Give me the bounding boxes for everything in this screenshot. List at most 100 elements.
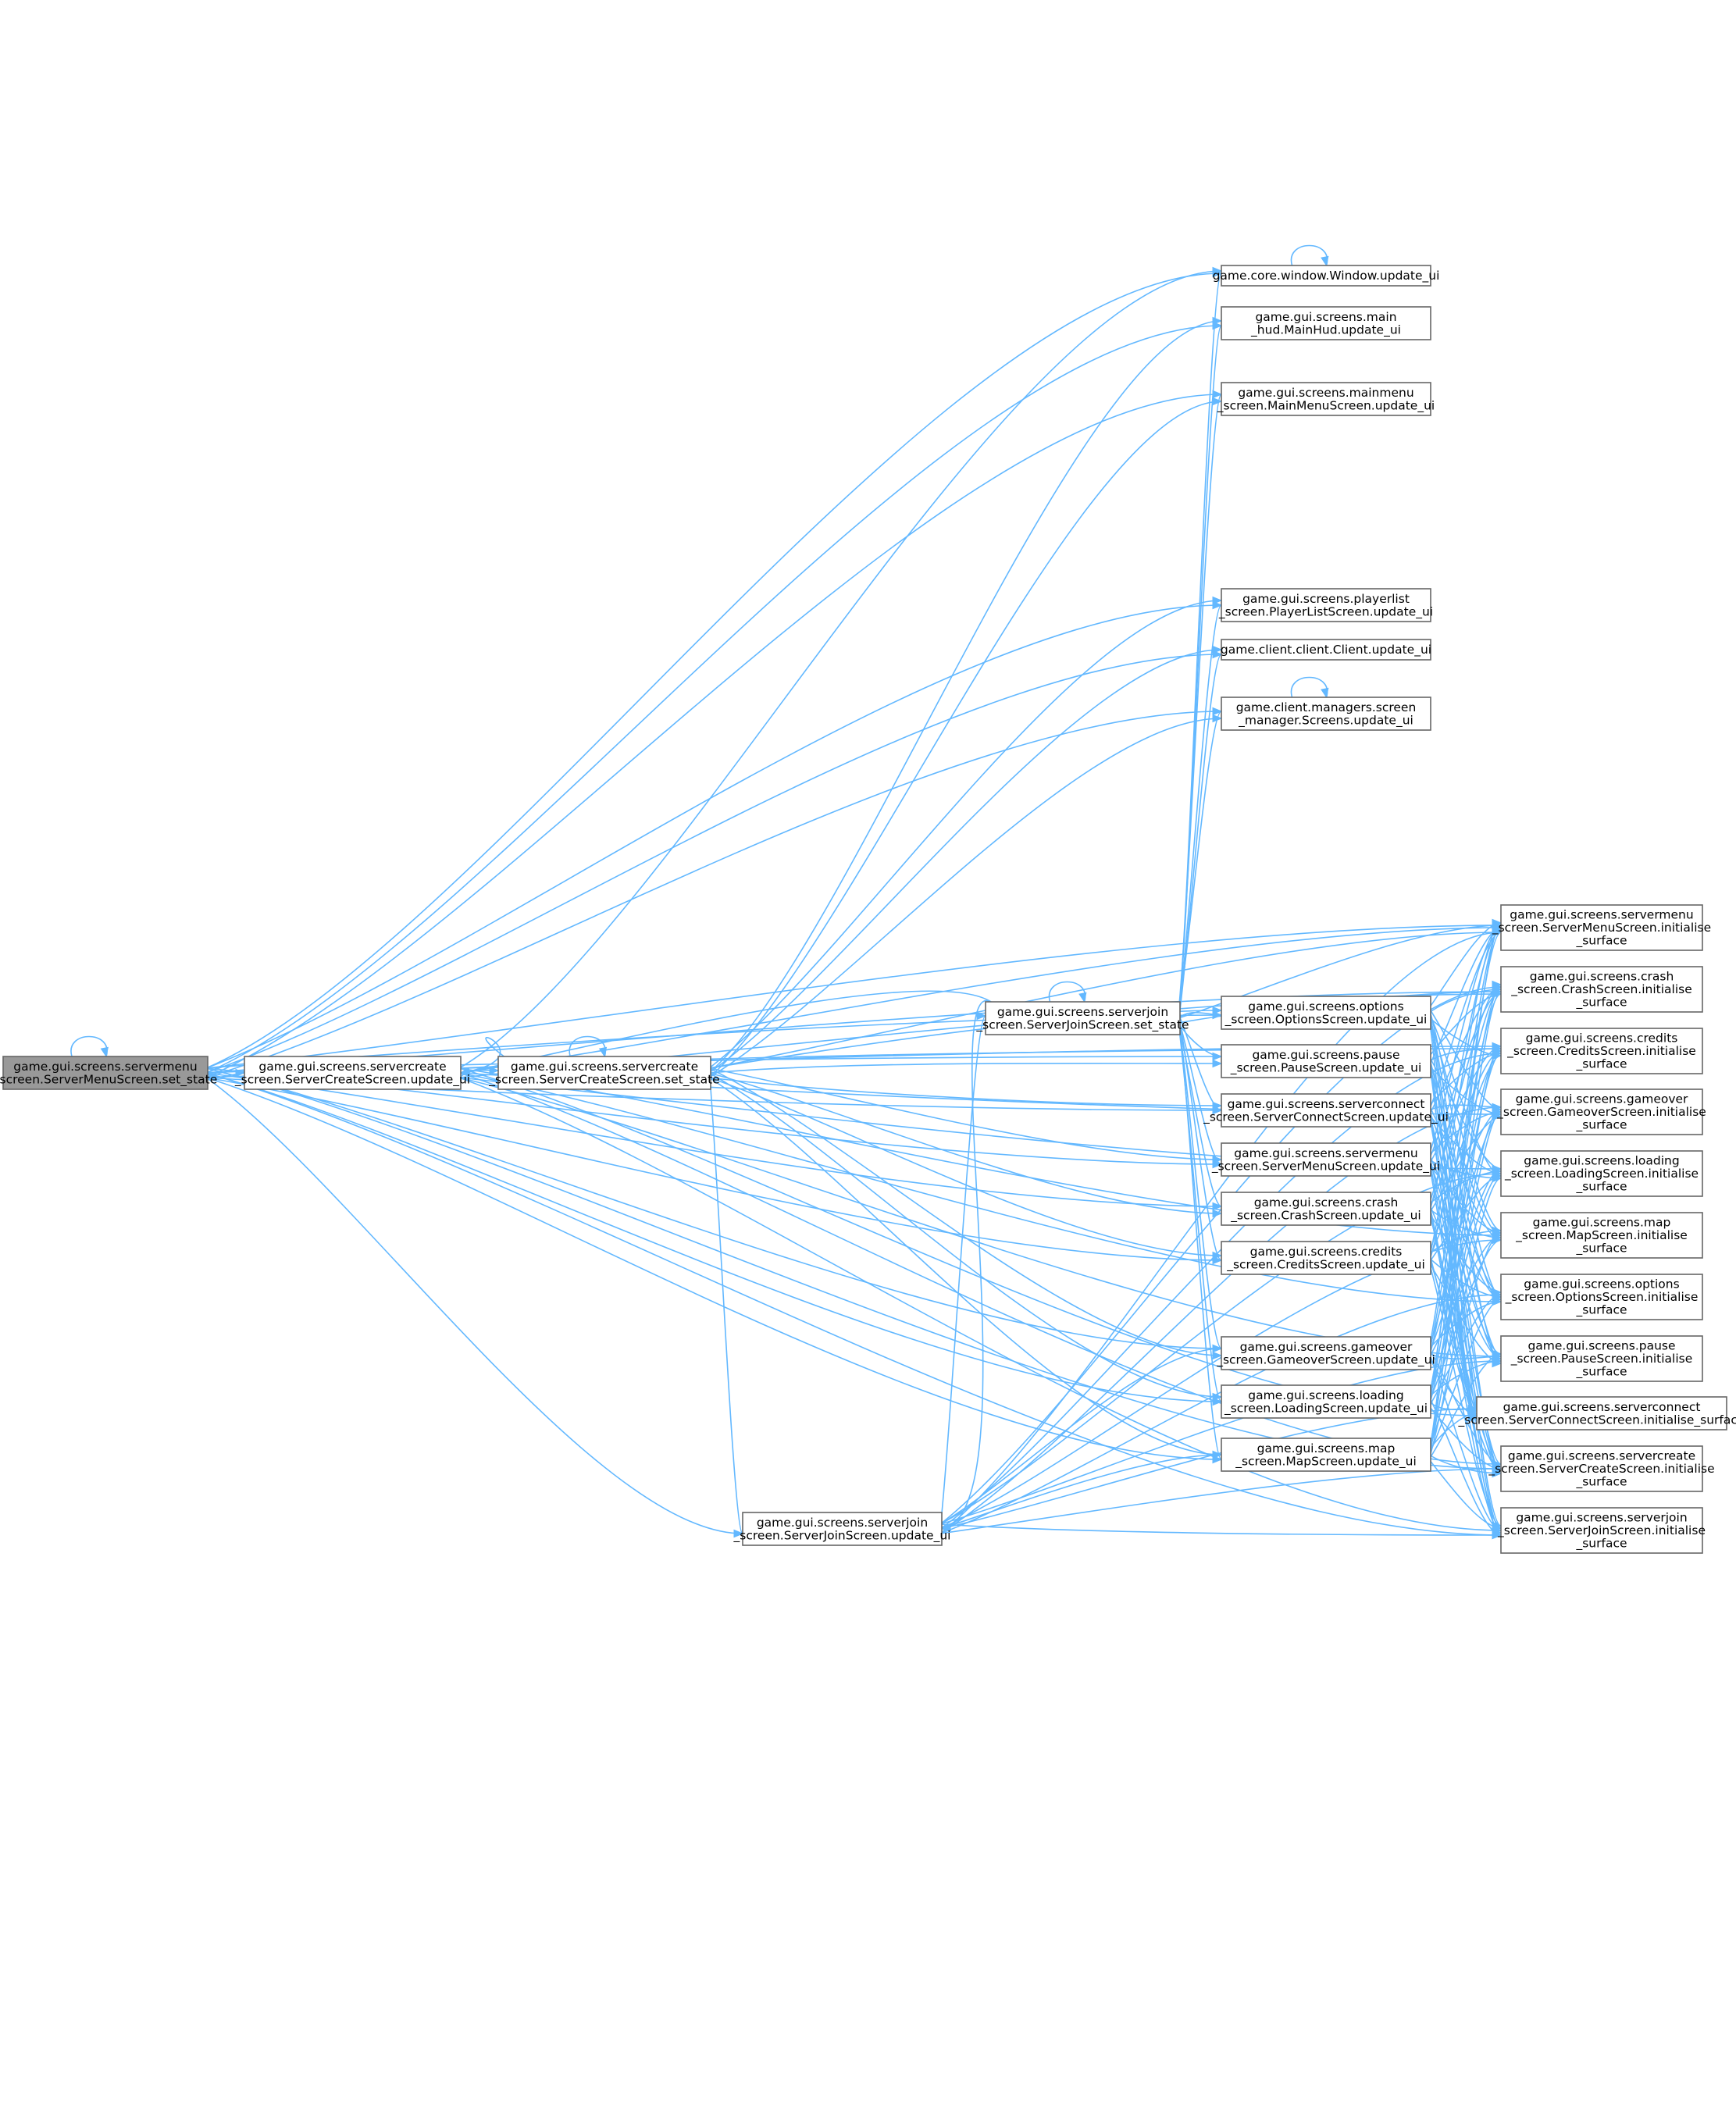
edge-serverjoin-update-ui-to-loading-initialise-surface <box>939 1173 1502 1525</box>
node-label-line: game.gui.screens.gameover <box>1240 1340 1413 1354</box>
node-credits-update-ui[interactable]: game.gui.screens.credits_screen.CreditsS… <box>1221 1241 1431 1275</box>
node-servermenu-update-ui[interactable]: game.gui.screens.servermenu_screen.Serve… <box>1211 1142 1440 1177</box>
edge-servercreate-set-state-to-map-update-ui <box>708 1077 1222 1455</box>
node-box <box>1221 1044 1431 1078</box>
node-box <box>1500 1274 1703 1320</box>
node-servermenu-set-state[interactable]: game.gui.screens.servermenu_screen.Serve… <box>0 1056 217 1090</box>
edge-servermenu-update-ui-to-serverjoin-initialise-surface <box>1428 1159 1502 1529</box>
arrow-serverjoin-set-state-to-serverconnect-update-ui <box>1212 1106 1223 1115</box>
arrow-serverjoin-set-state-to-servermenu-update-ui <box>1212 1160 1223 1169</box>
node-servercreate-set-state[interactable]: game.gui.screens.servercreate_screen.Ser… <box>488 1056 720 1090</box>
edge-crash-update-ui-to-serverjoin-initialise-surface <box>1428 1203 1502 1534</box>
node-label-line: game.gui.screens.serverconnect <box>1503 1400 1701 1414</box>
node-window-update-ui[interactable]: game.core.window.Window.update_ui <box>1213 265 1440 287</box>
node-box <box>1221 1438 1431 1472</box>
node-serverconnect-update-ui[interactable]: game.gui.screens.serverconnect_screen.Se… <box>1203 1093 1449 1128</box>
node-box <box>2 1056 209 1090</box>
node-box <box>1221 1241 1431 1275</box>
node-playerlist-update-ui[interactable]: game.gui.screens.playerlist_screen.Playe… <box>1218 588 1433 622</box>
edge-options-update-ui-to-credits-initialise-surface <box>1428 1017 1502 1056</box>
node-crash-initialise-surface[interactable]: game.gui.screens.crash_screen.CrashScree… <box>1500 966 1703 1013</box>
edge-gameover-update-ui-to-gameover-initialise-surface <box>1428 1113 1502 1349</box>
edge-serverjoin-set-state-to-credits-update-ui <box>1178 1013 1222 1261</box>
node-label-line: game.gui.screens.servercreate <box>511 1060 698 1074</box>
edge-crash-update-ui-to-servermenu-initialise-surface <box>1428 929 1502 1214</box>
edge-map-update-ui-to-credits-initialise-surface <box>1428 1046 1502 1451</box>
edge-servercreate-update-ui-to-options-initialise-surface <box>458 1072 1502 1302</box>
node-options-initialise-surface[interactable]: game.gui.screens.options_screen.OptionsS… <box>1500 1274 1703 1320</box>
node-crash-update-ui[interactable]: game.gui.screens.crash_screen.CrashScree… <box>1221 1192 1431 1226</box>
edge-map-update-ui-to-loading-initialise-surface <box>1428 1178 1502 1460</box>
node-label-line: _surface <box>1575 1180 1627 1195</box>
node-label-line: _screen.OptionsScreen.initialise <box>1505 1290 1699 1305</box>
edge-serverjoin-set-state-to-gameover-update-ui <box>1178 1017 1222 1349</box>
edge-serverjoin-set-state-to-screens-manager-update-ui <box>1178 711 1222 1014</box>
edge-servercreate-update-ui-to-serverjoin-initialise-surface <box>458 1077 1502 1531</box>
node-serverconnect-initialise-surface[interactable]: game.gui.screens.serverconnect_screen.Se… <box>1458 1396 1736 1430</box>
node-box <box>1500 1212 1703 1259</box>
arrow-map-update-ui-to-credits-initialise-surface <box>1492 1042 1503 1051</box>
node-label-line: _screen.CreditsScreen.update_ui <box>1226 1257 1425 1272</box>
edge-servercreate-set-state-to-mainmenu-update-ui <box>708 401 1222 1078</box>
node-label-line: _hud.MainHud.update_ui <box>1250 322 1401 337</box>
edge-servercreate-set-state-to-servermenu-initialise-surface <box>708 932 1502 1069</box>
node-label-line: game.gui.screens.serverjoin <box>757 1516 928 1530</box>
node-gameover-initialise-surface[interactable]: game.gui.screens.gameover_screen.Gameove… <box>1496 1088 1706 1135</box>
edge-servermenu-set-state-to-map-update-ui <box>205 1077 1222 1460</box>
node-box <box>1476 1396 1727 1430</box>
arrow-map-update-ui-to-pause-initialise-surface <box>1492 1349 1503 1359</box>
node-label-line: game.gui.screens.map <box>1257 1441 1396 1455</box>
node-credits-initialise-surface[interactable]: game.gui.screens.credits_screen.CreditsS… <box>1500 1028 1703 1074</box>
arrow-map-update-ui-to-map-initialise-surface <box>1492 1228 1503 1238</box>
edge-loading-update-ui-to-crash-initialise-surface <box>1428 986 1502 1398</box>
node-mainhud-update-ui[interactable]: game.gui.screens.main_hud.MainHud.update… <box>1221 306 1431 340</box>
node-label-line: _screen.GameoverScreen.update_ui <box>1216 1352 1435 1367</box>
node-pause-update-ui[interactable]: game.gui.screens.pause_screen.PauseScree… <box>1221 1044 1431 1078</box>
node-label-line: game.client.managers.screen <box>1236 700 1417 714</box>
node-serverjoin-set-state[interactable]: game.gui.screens.serverjoin_screen.Serve… <box>975 1001 1189 1035</box>
node-options-update-ui[interactable]: game.gui.screens.options_screen.OptionsS… <box>1221 996 1431 1030</box>
node-loading-update-ui[interactable]: game.gui.screens.loading_screen.LoadingS… <box>1221 1384 1431 1419</box>
node-label-line: _screen.PauseScreen.initialise <box>1510 1352 1693 1366</box>
arrow-serverjoin-set-state-to-window-update-ui <box>1212 269 1223 278</box>
node-label-line: _surface <box>1575 934 1627 949</box>
node-servermenu-initialise-surface[interactable]: game.gui.screens.servermenu_screen.Serve… <box>1492 904 1711 951</box>
node-servercreate-initialise-surface[interactable]: game.gui.screens.servercreate_screen.Ser… <box>1488 1445 1715 1492</box>
arrow-map-update-ui-to-servercreate-initialise-surface <box>1492 1469 1503 1478</box>
edge-serverjoin-set-state-to-servermenu-initialise-surface <box>1178 925 1502 1019</box>
node-box <box>1221 588 1431 622</box>
arrow-serverjoin-set-state-to-mainmenu-update-ui <box>1212 390 1223 399</box>
node-client-update-ui[interactable]: game.client.client.Client.update_ui <box>1221 639 1431 661</box>
node-label-line: game.gui.screens.credits <box>1250 1245 1403 1259</box>
arrow-servercreate-set-state-to-gameover-update-ui <box>1212 1351 1223 1360</box>
node-mainmenu-update-ui[interactable]: game.gui.screens.mainmenu_screen.MainMen… <box>1217 382 1435 416</box>
node-map-initialise-surface[interactable]: game.gui.screens.map_screen.MapScreen.in… <box>1500 1212 1703 1259</box>
node-screens-manager-update-ui[interactable]: game.client.managers.screen_manager.Scre… <box>1221 697 1431 731</box>
node-label-line: _screen.ServerCreateScreen.set_state <box>488 1072 719 1087</box>
node-label-line: _screen.MainMenuScreen.update_ui <box>1217 398 1435 413</box>
node-loading-initialise-surface[interactable]: game.gui.screens.loading_screen.LoadingS… <box>1500 1150 1703 1197</box>
nodes-layer: game.gui.screens.servermenu _screen.Serve… <box>0 265 1736 1554</box>
node-pause-initialise-surface[interactable]: game.gui.screens.pause_screen.PauseScree… <box>1500 1335 1703 1382</box>
node-label-line: _screen.CreditsScreen.initialise <box>1506 1044 1696 1059</box>
node-serverjoin-initialise-surface[interactable]: game.gui.screens.serverjoin_screen.Serve… <box>1497 1507 1706 1554</box>
arrow-self-screens-manager-update-ui <box>1321 687 1329 699</box>
node-box <box>1500 904 1703 951</box>
edge-servercreate-set-state-to-mainhud-update-ui <box>708 320 1222 1074</box>
node-label-line: _screen.PauseScreen.update_ui <box>1230 1060 1422 1075</box>
arrow-serverjoin-set-state-to-gameover-update-ui <box>1212 1344 1223 1353</box>
node-label-line: game.gui.screens.servermenu <box>13 1060 197 1074</box>
node-box <box>742 1512 943 1546</box>
edge-servercreate-set-state-to-servercreate-update-ui <box>460 1037 507 1074</box>
node-label-line: _screen.ServerCreateScreen.update_ui <box>234 1072 470 1087</box>
arrow-self-window-update-ui <box>1321 255 1329 267</box>
node-gameover-update-ui[interactable]: game.gui.screens.gameover_screen.Gameove… <box>1216 1336 1435 1370</box>
node-label-line: _screen.ServerConnectScreen.initialise_s… <box>1458 1413 1736 1427</box>
edge-serverjoin-set-state-to-playerlist-update-ui <box>1178 604 1222 1019</box>
node-label-line: _surface <box>1575 1365 1627 1380</box>
node-serverjoin-update-ui[interactable]: game.gui.screens.serverjoin_screen.Serve… <box>733 1512 951 1546</box>
node-label-line: _screen.ServerJoinScreen.update_ui <box>733 1528 951 1543</box>
edge-servermenu-set-state-to-window-update-ui <box>205 273 1222 1069</box>
node-servercreate-update-ui[interactable]: game.gui.screens.servercreate_screen.Ser… <box>234 1056 470 1090</box>
node-map-update-ui[interactable]: game.gui.screens.map_screen.MapScreen.up… <box>1221 1438 1431 1472</box>
